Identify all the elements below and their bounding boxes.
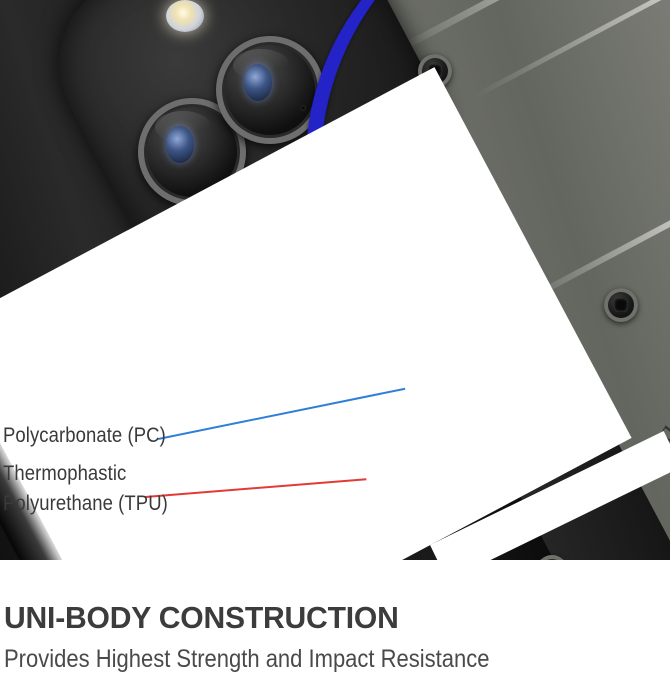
footer-white-band xyxy=(0,560,670,700)
ultra-wide-lens xyxy=(216,36,324,144)
subheadline: Provides Highest Strength and Impact Res… xyxy=(4,645,490,673)
callout-polycarbonate: Polycarbonate (PC) xyxy=(3,424,166,447)
callout-tpu-line1: Thermophastic xyxy=(3,462,127,485)
microphone-dot xyxy=(300,105,306,111)
headline: UNI-BODY CONSTRUCTION xyxy=(4,600,399,635)
led-flash-icon xyxy=(166,0,204,32)
hex-screw-right xyxy=(604,288,638,322)
callout-tpu-line2: Polyurethane (TPU) xyxy=(3,492,168,515)
